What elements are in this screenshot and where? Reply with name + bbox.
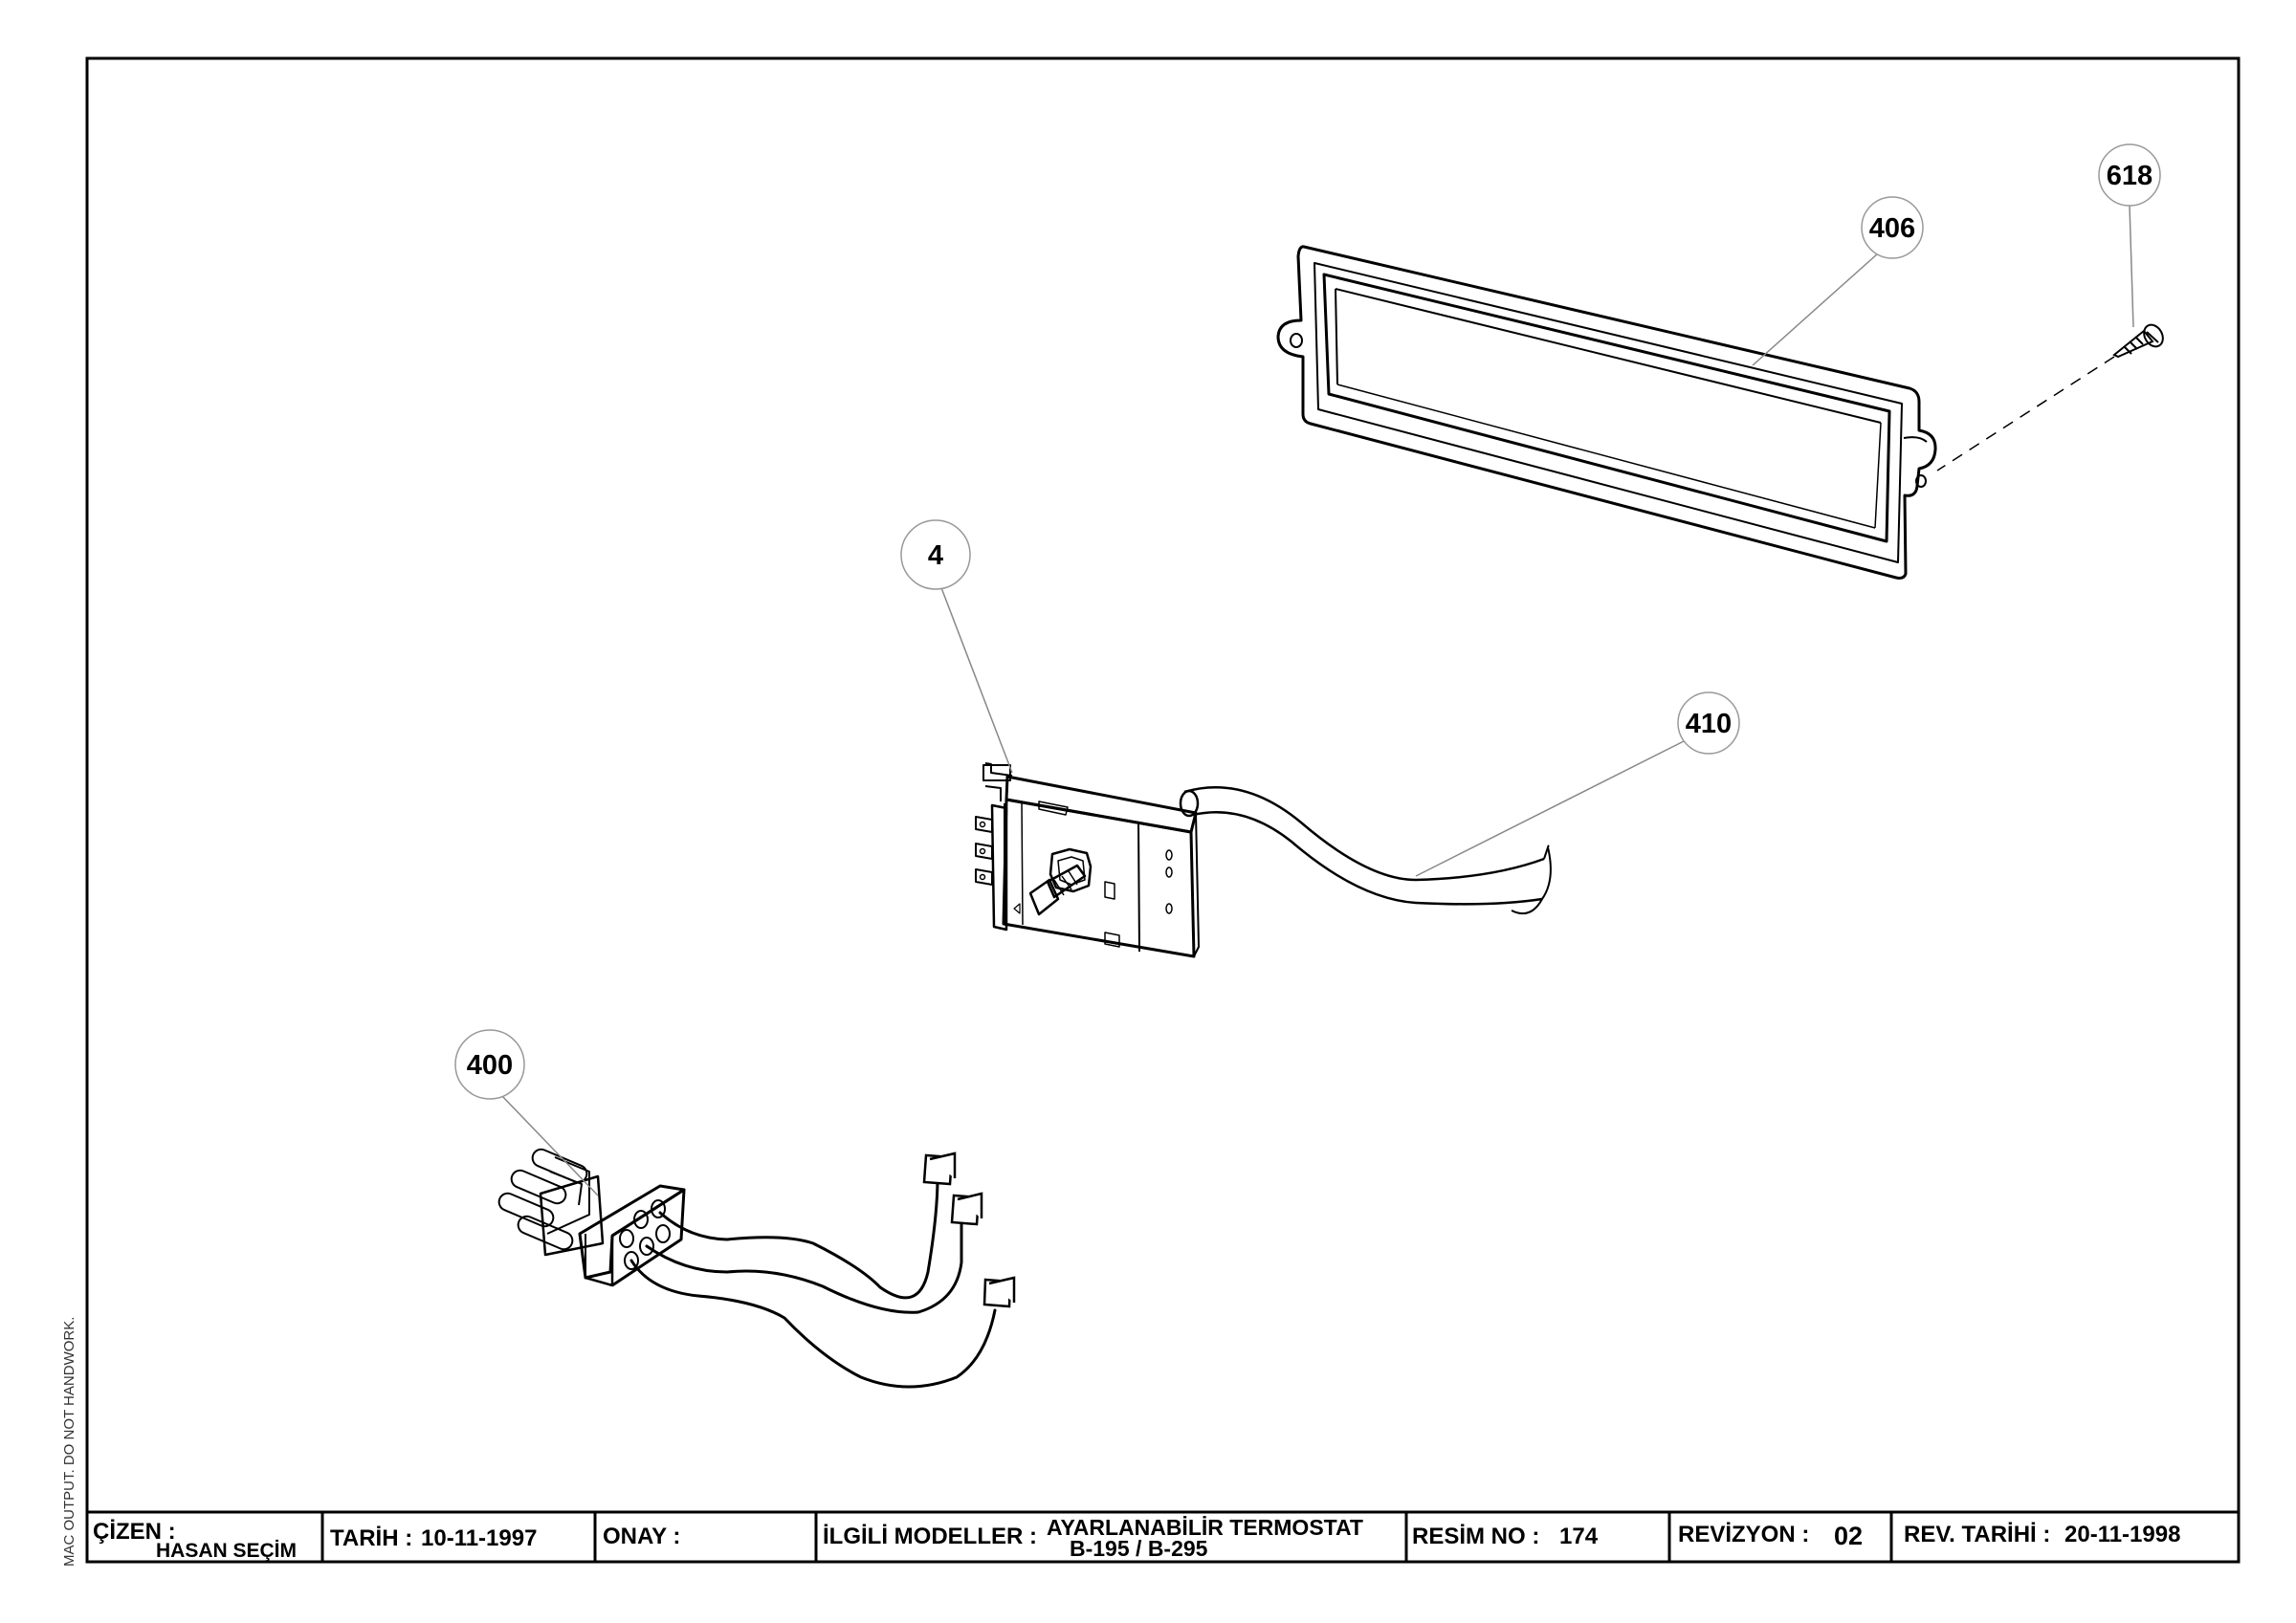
- revizyon-label: REVİZYON :: [1678, 1522, 1809, 1547]
- title-block: ÇİZEN : HASAN SEÇİM TARİH : 10-11-1997 O…: [87, 1510, 2239, 1562]
- callout-4: 4: [900, 519, 971, 590]
- callout-410: 410: [1677, 691, 1740, 755]
- part-400-connector: [497, 1148, 686, 1287]
- part-400-wires: [629, 1176, 997, 1389]
- modeller-label: İLGİLİ MODELLER :: [823, 1524, 1037, 1549]
- wire-terminals: [922, 1151, 1016, 1308]
- drawing-border: [85, 56, 2241, 1564]
- part-406-frame: [1276, 245, 1937, 580]
- onay-label: ONAY :: [603, 1524, 680, 1549]
- part-4-thermostat: [975, 762, 1200, 958]
- resim-no-value: 174: [1559, 1524, 1599, 1549]
- modeller-line2: B-195 / B-295: [1070, 1536, 1208, 1561]
- callout-410-label: 410: [1686, 709, 1732, 739]
- callout-618-label: 618: [2107, 161, 2152, 191]
- callout-400: 400: [454, 1029, 525, 1100]
- part-410-capillary: [1179, 786, 1552, 914]
- rev-tarihi-label: REV. TARİHİ :: [1904, 1522, 2050, 1547]
- tarih-label: TARİH :: [330, 1525, 412, 1551]
- callout-4-label: 4: [928, 540, 943, 571]
- resim-no-label: RESİM NO :: [1412, 1524, 1539, 1549]
- rev-tarihi-value: 20-11-1998: [2064, 1522, 2180, 1547]
- callout-406: 406: [1861, 196, 1924, 259]
- callout-618: 618: [2098, 143, 2161, 207]
- part-618-screw: [2112, 323, 2164, 359]
- cizen-label: ÇİZEN :: [93, 1519, 176, 1545]
- callout-400-label: 400: [467, 1050, 513, 1081]
- cizen-value: HASAN SEÇİM: [156, 1540, 297, 1562]
- modeller-line1: AYARLANABİLİR TERMOSTAT: [1047, 1515, 1363, 1540]
- screw-axis-dashed: [1936, 356, 2115, 472]
- callout-406-label: 406: [1869, 213, 1915, 244]
- revizyon-value: 02: [1834, 1522, 1863, 1550]
- side-note: MAC OUTPUT. DO NOT HANDWORK.: [61, 1316, 77, 1567]
- leader-lines: [498, 204, 2134, 1196]
- tarih-value: 10-11-1997: [421, 1525, 537, 1551]
